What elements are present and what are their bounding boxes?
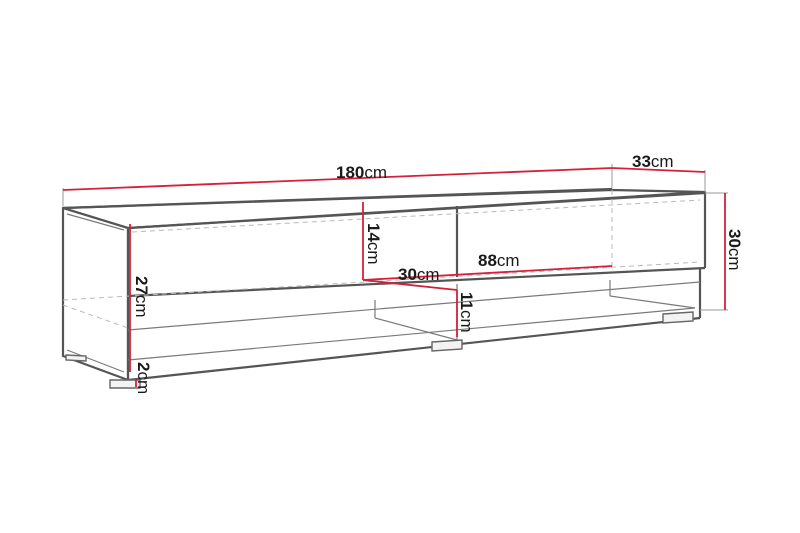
drawer-width-dimension-line bbox=[362, 265, 613, 281]
label-width: 180cm bbox=[336, 163, 387, 182]
label-leg-height: 2cm bbox=[134, 362, 153, 394]
label-shelf-height: 11cm bbox=[457, 292, 476, 333]
cabinet-legs bbox=[65, 311, 694, 389]
hidden-lines bbox=[62, 190, 701, 329]
label-drawer-height: 14cm bbox=[364, 223, 383, 265]
label-inner-depth: 30cm bbox=[398, 265, 440, 284]
inner-depth-dimension-line bbox=[362, 279, 458, 291]
label-depth: 33cm bbox=[632, 152, 674, 171]
dimension-lines bbox=[62, 167, 726, 387]
label-drawer-width: 88cm bbox=[478, 251, 520, 270]
depth-dimension-line bbox=[611, 167, 706, 173]
dimension-labels: 180cm 33cm 30cm 14cm 30cm 88cm 11cm 27cm… bbox=[132, 152, 744, 394]
label-body-height: 27cm bbox=[132, 276, 151, 318]
width-dimension-line bbox=[62, 167, 613, 191]
label-height: 30cm bbox=[725, 229, 744, 271]
